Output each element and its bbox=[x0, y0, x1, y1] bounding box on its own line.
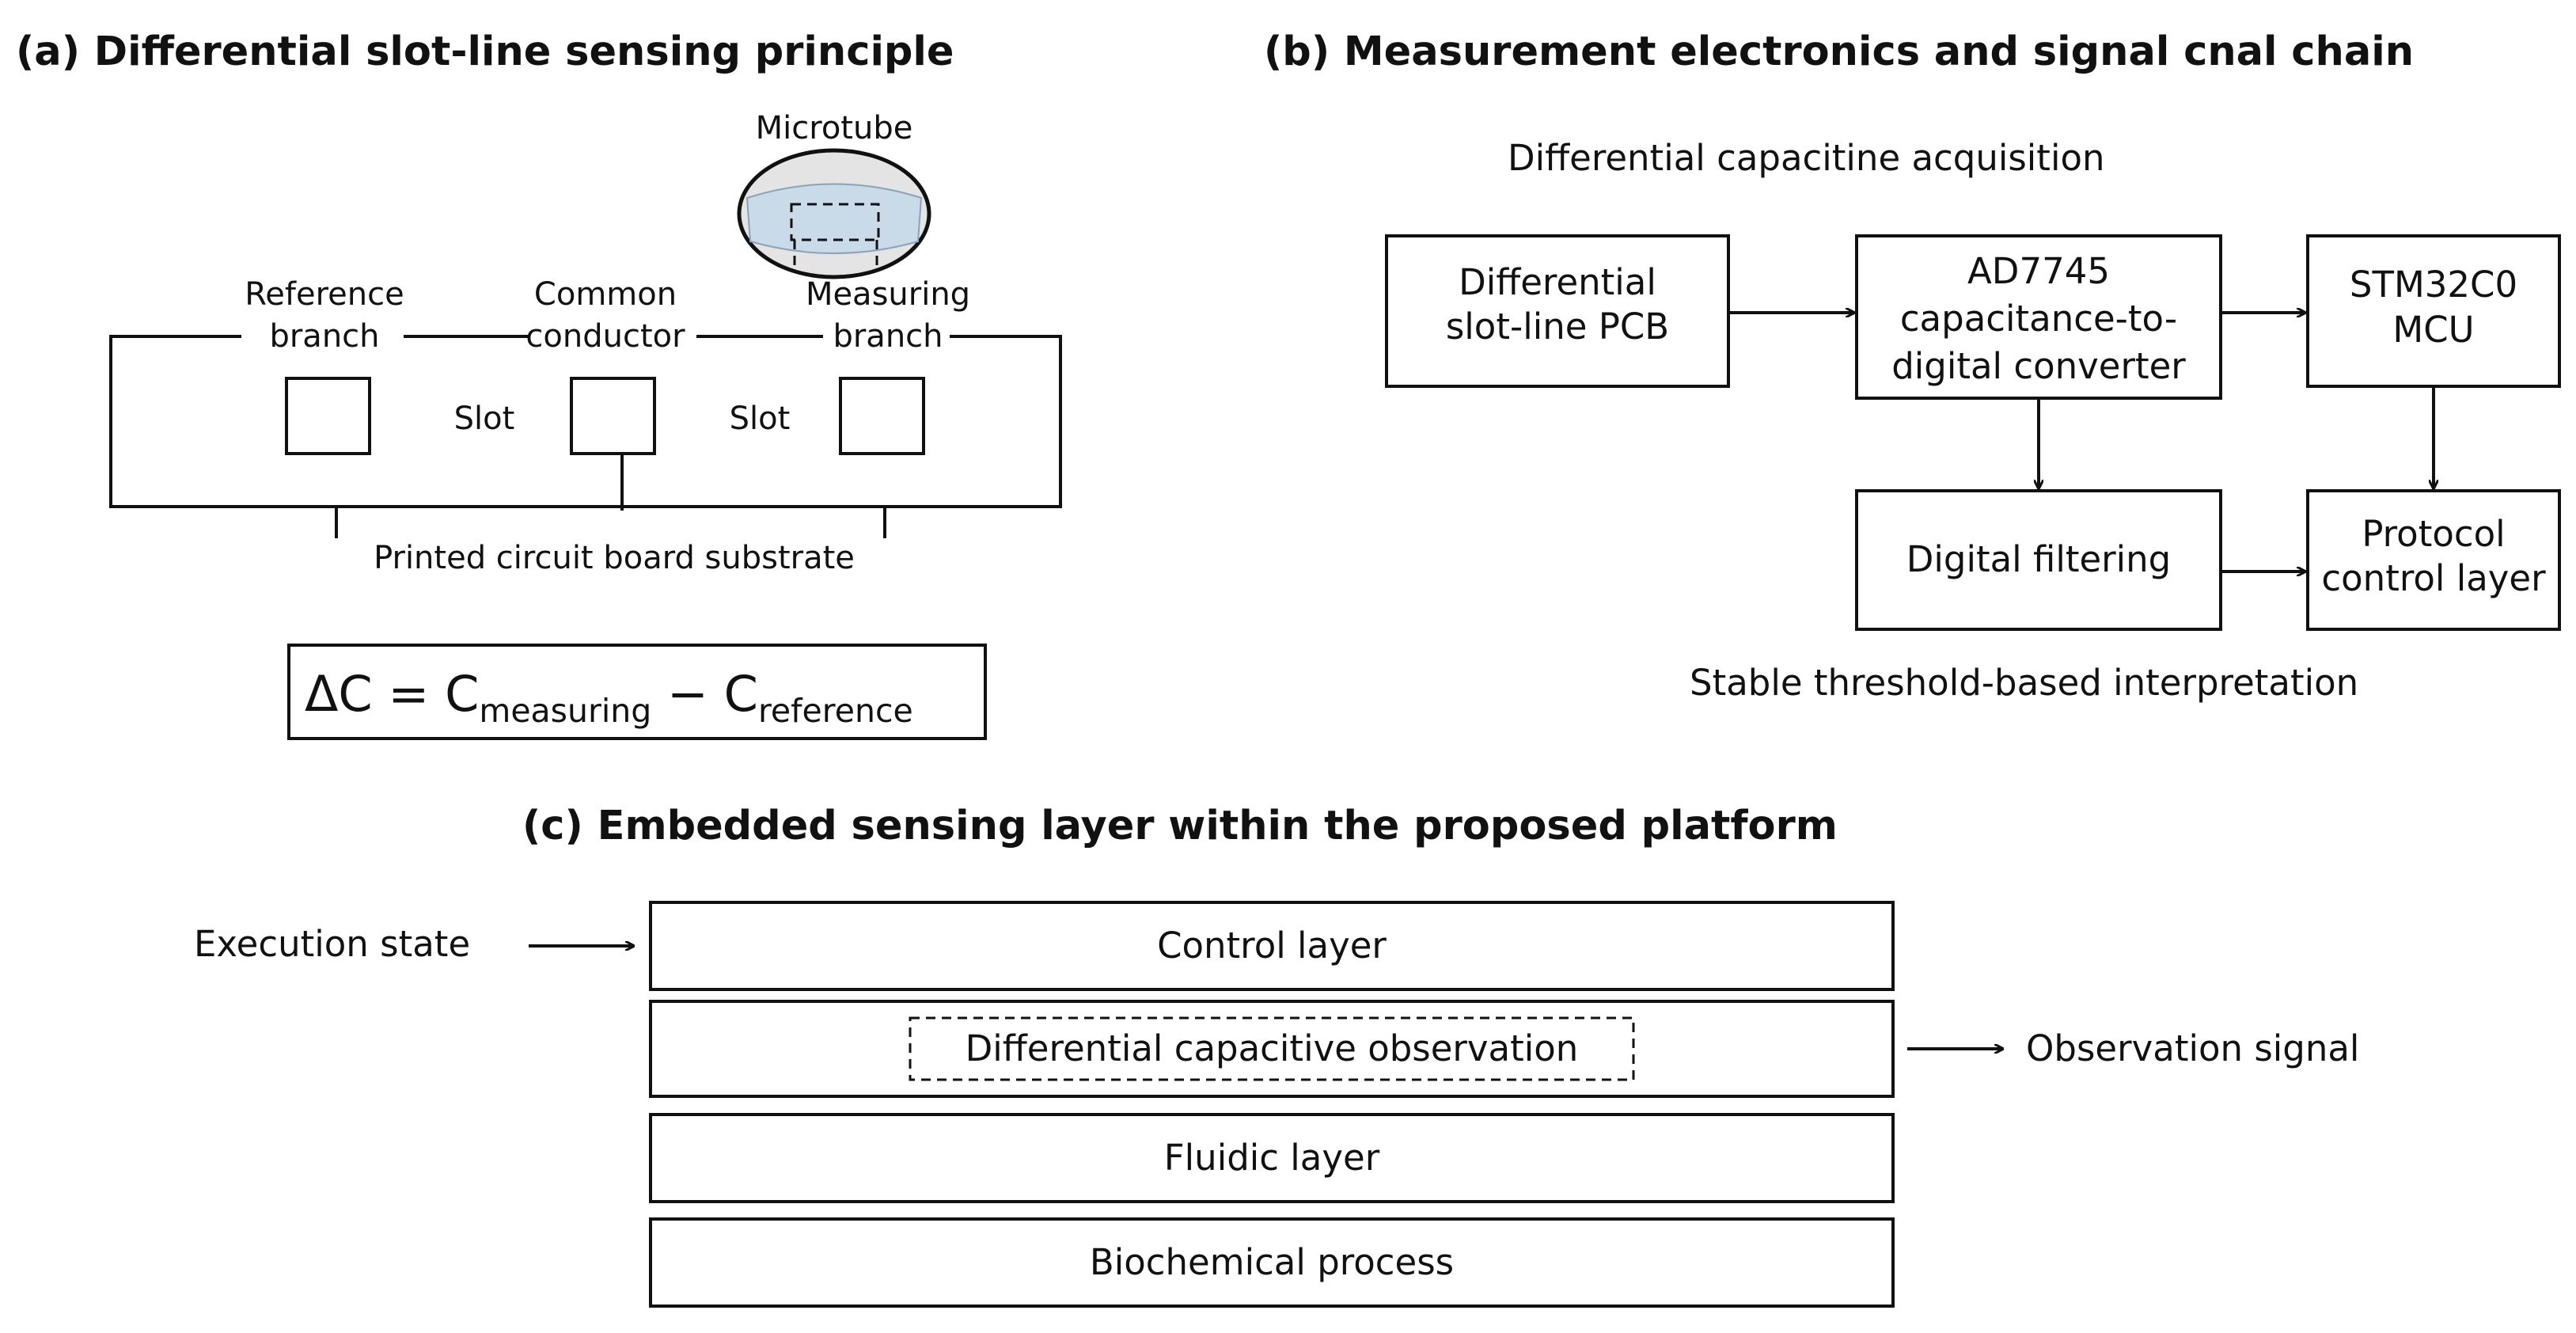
pcb-box-line-2: slot-line PCB bbox=[1446, 306, 1669, 347]
execution-state-label: Execution state bbox=[194, 923, 470, 965]
ad7745-box-line-1: AD7745 bbox=[1967, 250, 2110, 292]
ad7745-box-line-3: digital converter bbox=[1891, 345, 2186, 387]
panel-a-title: (a) Differential slot-line sensing princ… bbox=[16, 28, 954, 75]
common-electrode bbox=[570, 377, 656, 455]
fluidic-layer-label: Fluidic layer bbox=[1164, 1137, 1380, 1179]
interpretation-label: Stable threshold-based interpretation bbox=[1690, 662, 2358, 704]
protocol-box-line-1: Protocol bbox=[2362, 513, 2505, 555]
panel-b-title: (b) Measurement electronics and signal c… bbox=[1264, 28, 2414, 75]
ad7745-box bbox=[1855, 234, 2222, 400]
common-conductor-label-1: Common bbox=[534, 276, 677, 313]
filter-box bbox=[1855, 489, 2222, 631]
equation: ΔC = Cmeasuring − Creference bbox=[305, 665, 913, 730]
slot-label-right: Slot bbox=[730, 401, 791, 437]
reference-branch-label-1: Reference bbox=[245, 276, 404, 313]
microtube-label: Microtube bbox=[756, 110, 913, 146]
filter-box-label: Digital filtering bbox=[1906, 538, 2172, 580]
panel-b: (b) Measurement electronics and signal c… bbox=[1264, 28, 2561, 704]
panel-a: (a) Differential slot-line sensing princ… bbox=[16, 28, 1062, 740]
observation-label: Differential capacitive observation bbox=[966, 1027, 1579, 1069]
observation-dashed-box bbox=[909, 1016, 1635, 1081]
protocol-box bbox=[2306, 489, 2561, 631]
pcb-box-line-1: Differential bbox=[1459, 261, 1656, 303]
panel-c-title: (c) Embedded sensing layer within the pr… bbox=[522, 803, 1838, 849]
pcb-frame bbox=[109, 335, 1062, 508]
measuring-branch-label-1: Measuring bbox=[806, 276, 970, 313]
observation-signal-label: Observation signal bbox=[2026, 1027, 2359, 1069]
biochemical-process-label: Biochemical process bbox=[1090, 1241, 1454, 1283]
measuring-electrode bbox=[839, 377, 925, 455]
biochemical-process-box bbox=[649, 1217, 1895, 1308]
mcu-box-line-2: MCU bbox=[2392, 309, 2474, 351]
protocol-box-line-2: control layer bbox=[2321, 557, 2546, 599]
equation-box bbox=[287, 644, 987, 740]
common-conductor-label-2: conductor bbox=[525, 318, 685, 355]
pcb-box bbox=[1385, 234, 1730, 388]
panel-c: (c) Embedded sensing layer within the pr… bbox=[194, 803, 2359, 1308]
reference-electrode bbox=[285, 377, 371, 455]
control-layer-box bbox=[649, 901, 1895, 991]
fluidic-layer-box bbox=[649, 1113, 1895, 1203]
substrate-label: Printed circuit board substrate bbox=[374, 540, 855, 576]
measuring-branch-label-2: branch bbox=[833, 318, 943, 355]
mcu-box-line-1: STM32C0 bbox=[2350, 264, 2517, 306]
mcu-box bbox=[2306, 234, 2561, 388]
reference-branch-label-2: branch bbox=[269, 318, 379, 355]
slot-label-left: Slot bbox=[454, 401, 515, 437]
control-layer-label: Control layer bbox=[1157, 925, 1387, 967]
acquisition-label: Differential capacitine acquisition bbox=[1508, 137, 2105, 179]
ad7745-box-line-2: capacitance-to- bbox=[1900, 298, 2177, 340]
microtube-icon bbox=[737, 148, 931, 279]
